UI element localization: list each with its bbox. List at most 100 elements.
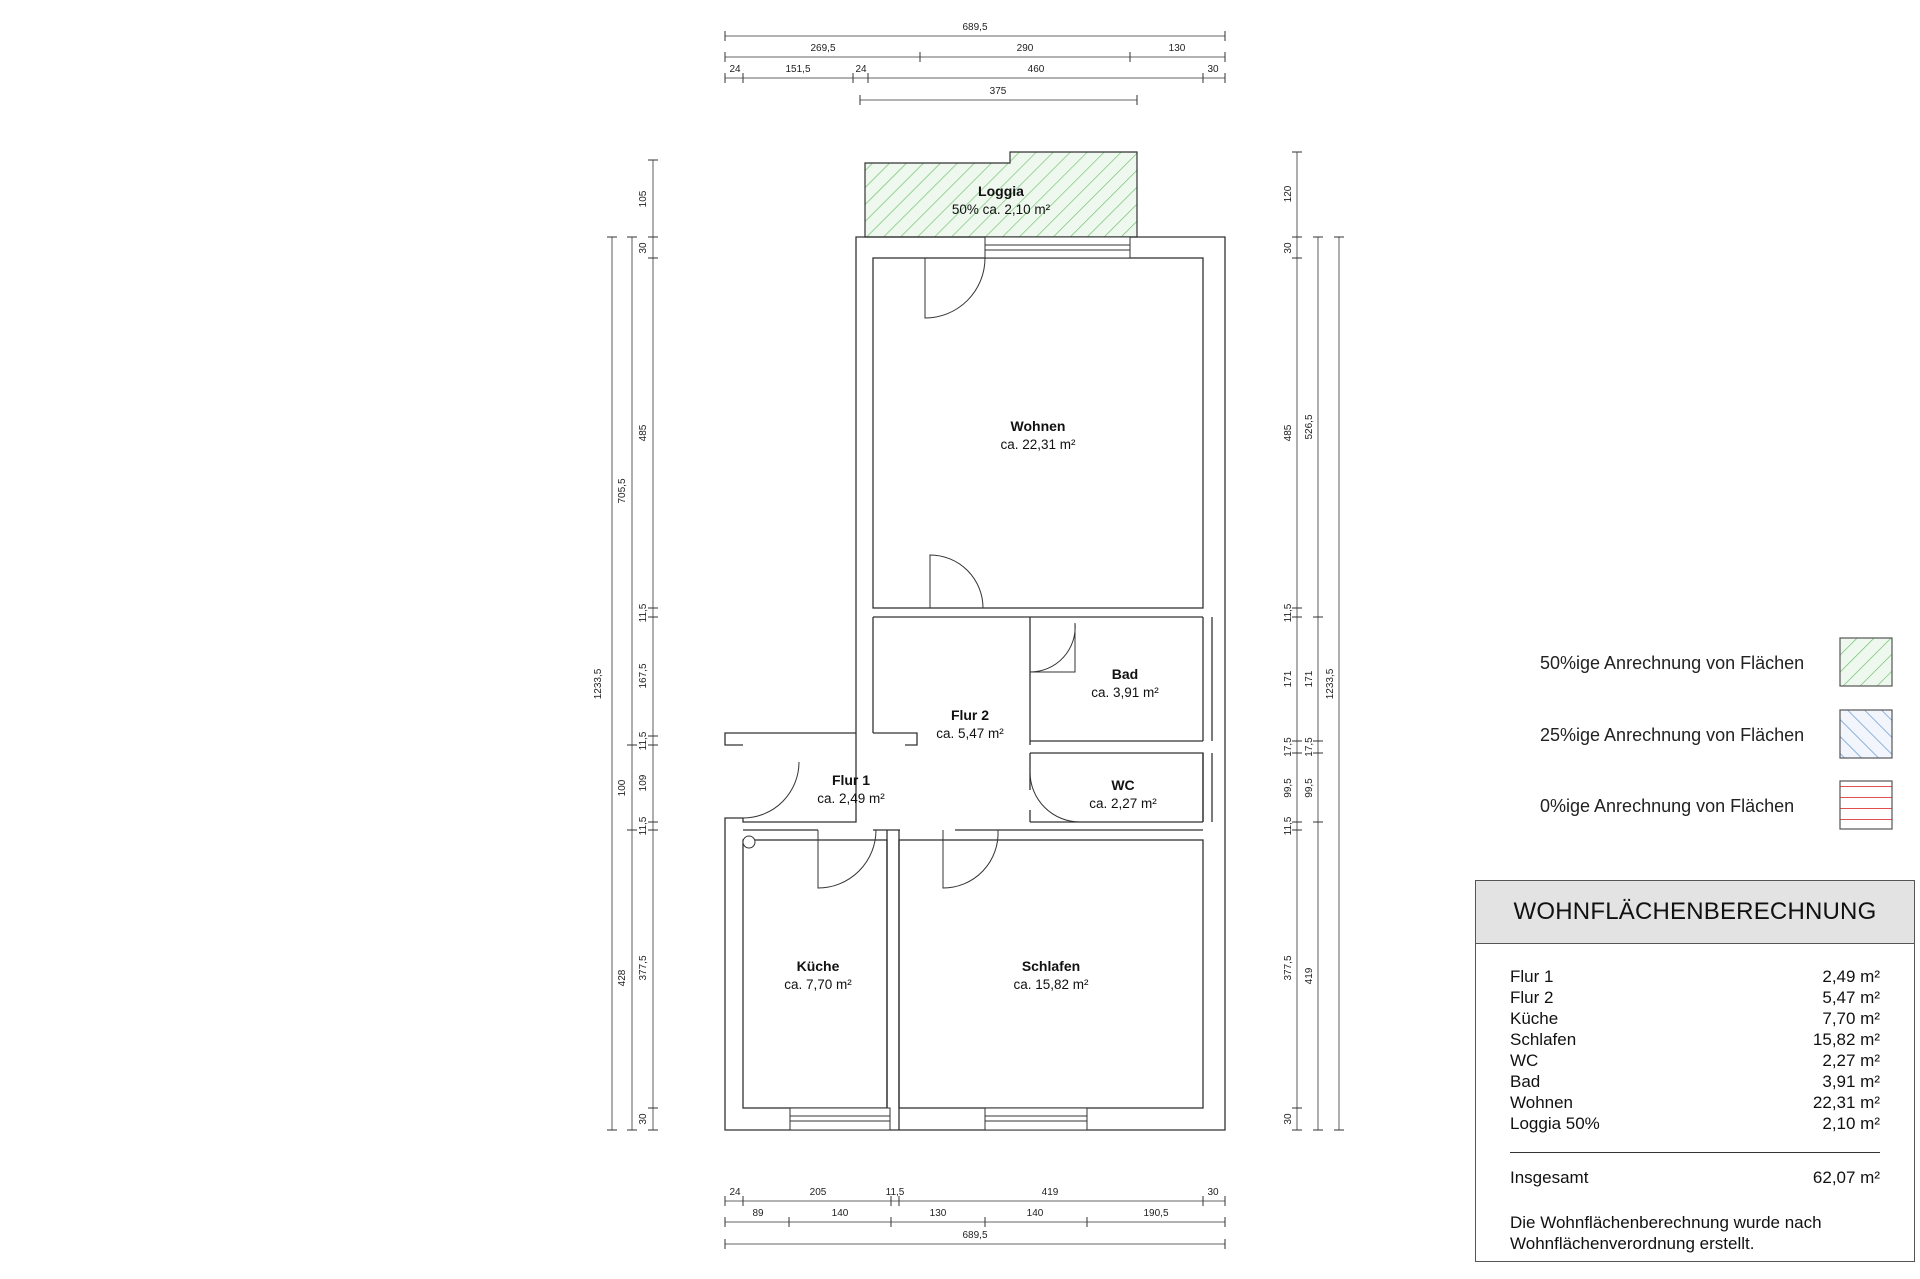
left-dimension-labels: 1233,5 705,5 100 428 105 30 485 11,5 167… [593, 190, 649, 1124]
room-wc-name: WC [1111, 777, 1134, 793]
dim-top-row3-3: 24 [855, 64, 867, 75]
calc-row-value: 22,31 m² [1812, 1093, 1880, 1112]
dim-left-outer: 1233,5 [593, 668, 604, 699]
dim-right-inner-10: 30 [1283, 1113, 1294, 1125]
dim-bottom-total: 689,5 [962, 1230, 987, 1241]
room-wohnen-area: ca. 22,31 m² [1000, 437, 1076, 452]
dim-top-row2-2: 290 [1017, 43, 1034, 54]
dim-top-loggia: 375 [990, 86, 1007, 97]
calc-row-value: 2,49 m² [1822, 967, 1880, 986]
bottom-dimension-labels: 24 205 11,5 419 30 89 140 130 140 190,5 … [729, 1187, 1219, 1241]
dim-right-inner-2: 30 [1283, 242, 1294, 254]
dim-right-inner-7: 99,5 [1283, 778, 1294, 798]
dim-left-inner-8: 11,5 [638, 816, 649, 835]
dim-top-row2-1: 269,5 [810, 43, 835, 54]
calc-row-value: 2,27 m² [1822, 1051, 1880, 1070]
dim-bottom-row2-5: 190,5 [1143, 1208, 1168, 1219]
calc-row-name: Küche [1510, 1009, 1559, 1028]
dim-top-row3-2: 151,5 [785, 64, 810, 75]
dim-right-inner-5: 171 [1283, 670, 1294, 687]
room-flur1-area: ca. 2,49 m² [817, 791, 885, 806]
dim-left-inner-5: 167,5 [638, 663, 649, 688]
dim-top-row3-4: 460 [1028, 64, 1045, 75]
calculation-note: Die Wohnflächenberechnung wurde nach Woh… [1510, 1213, 1822, 1253]
windows [789, 236, 1131, 1131]
top-dimension-labels: 689,5 269,5 290 130 24 151,5 24 460 30 3… [729, 22, 1219, 97]
calc-row: Wohnen 22,31 m² [1510, 1092, 1880, 1113]
legend-label-25: 25%ige Anrechnung von Flächen [1540, 725, 1804, 745]
room-kueche-area: ca. 7,70 m² [784, 977, 852, 992]
dim-bottom-row2-4: 140 [1027, 1208, 1044, 1219]
right-dimensions [1292, 151, 1344, 1131]
room-loggia-area: 50% ca. 2,10 m² [952, 202, 1051, 217]
dim-left-mid-3: 428 [617, 969, 628, 986]
room-labels: Loggia 50% ca. 2,10 m² Wohnen ca. 22,31 … [784, 183, 1159, 992]
left-dimensions [607, 159, 658, 1131]
dim-bottom-row1-5: 30 [1207, 1187, 1219, 1198]
calc-row-name: Flur 2 [1510, 988, 1554, 1007]
dim-right-inner-6: 17,5 [1283, 737, 1294, 757]
dim-bottom-row1-4: 419 [1042, 1187, 1059, 1198]
dim-bottom-row2-2: 140 [832, 1208, 849, 1219]
dim-left-inner-4: 11,5 [638, 603, 649, 622]
calc-row-value: 2,10 m² [1822, 1114, 1880, 1133]
dim-right-mid-5: 419 [1304, 967, 1315, 984]
calc-row: Bad 3,91 m² [1510, 1071, 1880, 1092]
calculation-rows: Flur 1 2,49 m² Flur 2 5,47 m² Küche 7,70 m²… [1476, 944, 1914, 1134]
dim-top-total: 689,5 [962, 22, 987, 33]
calc-row: Flur 1 2,49 m² [1510, 966, 1880, 987]
room-flur2-name: Flur 2 [951, 707, 989, 723]
calc-row-name: Flur 1 [1510, 967, 1554, 986]
right-dimension-labels: 120 30 485 11,5 171 17,5 99,5 11,5 377,5… [1283, 185, 1336, 1124]
dim-left-mid-2: 100 [617, 779, 628, 796]
dim-left-inner-9: 377,5 [638, 955, 649, 980]
calc-row-name: Bad [1510, 1072, 1541, 1091]
dim-left-inner-6: 11,5 [638, 731, 649, 750]
room-schlafen-name: Schlafen [1022, 958, 1080, 974]
dim-bottom-row1-3: 11,5 [886, 1187, 905, 1198]
calc-row-name: Loggia 50% [1510, 1114, 1600, 1133]
dim-right-mid-4: 99,5 [1304, 778, 1315, 798]
calc-row-value: 15,82 m² [1812, 1030, 1880, 1049]
dim-bottom-row1-1: 24 [729, 1187, 741, 1198]
legend-swatch-50 [1839, 637, 1893, 687]
calc-row: Küche 7,70 m² [1510, 1008, 1880, 1029]
total-label: Insgesamt [1510, 1168, 1589, 1187]
dim-right-inner-8: 11,5 [1283, 816, 1294, 835]
room-wc-area: ca. 2,27 m² [1089, 796, 1157, 811]
calc-row: Loggia 50% 2,10 m² [1510, 1113, 1880, 1134]
dim-top-row3-5: 30 [1207, 64, 1219, 75]
dim-left-inner-2: 30 [638, 242, 649, 254]
dim-bottom-row1-2: 205 [810, 1187, 827, 1198]
dim-top-row2-3: 130 [1169, 43, 1186, 54]
legend-swatch-25 [1839, 709, 1893, 759]
dim-bottom-row2-3: 130 [930, 1208, 947, 1219]
calc-row-value: 7,70 m² [1822, 1009, 1880, 1028]
calc-row-value: 3,91 m² [1822, 1072, 1880, 1091]
dim-right-inner-1: 120 [1283, 185, 1294, 202]
bottom-dimensions [724, 1196, 1226, 1249]
room-wohnen-name: Wohnen [1011, 418, 1066, 434]
calculation-divider [1510, 1152, 1880, 1153]
room-loggia-name: Loggia [978, 183, 1024, 199]
calc-row-value: 5,47 m² [1822, 988, 1880, 1007]
dim-right-mid-2: 171 [1304, 670, 1315, 687]
doors [742, 257, 1081, 889]
dim-left-inner-10: 30 [638, 1113, 649, 1125]
calc-row-name: Wohnen [1510, 1093, 1574, 1112]
dim-right-inner-3: 485 [1283, 424, 1294, 441]
dim-left-inner-1: 105 [638, 190, 649, 207]
room-flur1-name: Flur 1 [832, 772, 870, 788]
calc-row: Flur 2 5,47 m² [1510, 987, 1880, 1008]
dim-right-inner-9: 377,5 [1283, 955, 1294, 980]
dim-right-mid-1: 526,5 [1304, 414, 1315, 439]
dim-left-inner-3: 485 [638, 424, 649, 441]
total-value: 62,07 m² [1812, 1168, 1880, 1187]
dim-right-outer: 1233,5 [1325, 668, 1336, 699]
legend-label-50: 50%ige Anrechnung von Flächen [1540, 653, 1804, 673]
top-dimensions [724, 31, 1226, 105]
legend-label-0: 0%ige Anrechnung von Flächen [1540, 796, 1794, 816]
